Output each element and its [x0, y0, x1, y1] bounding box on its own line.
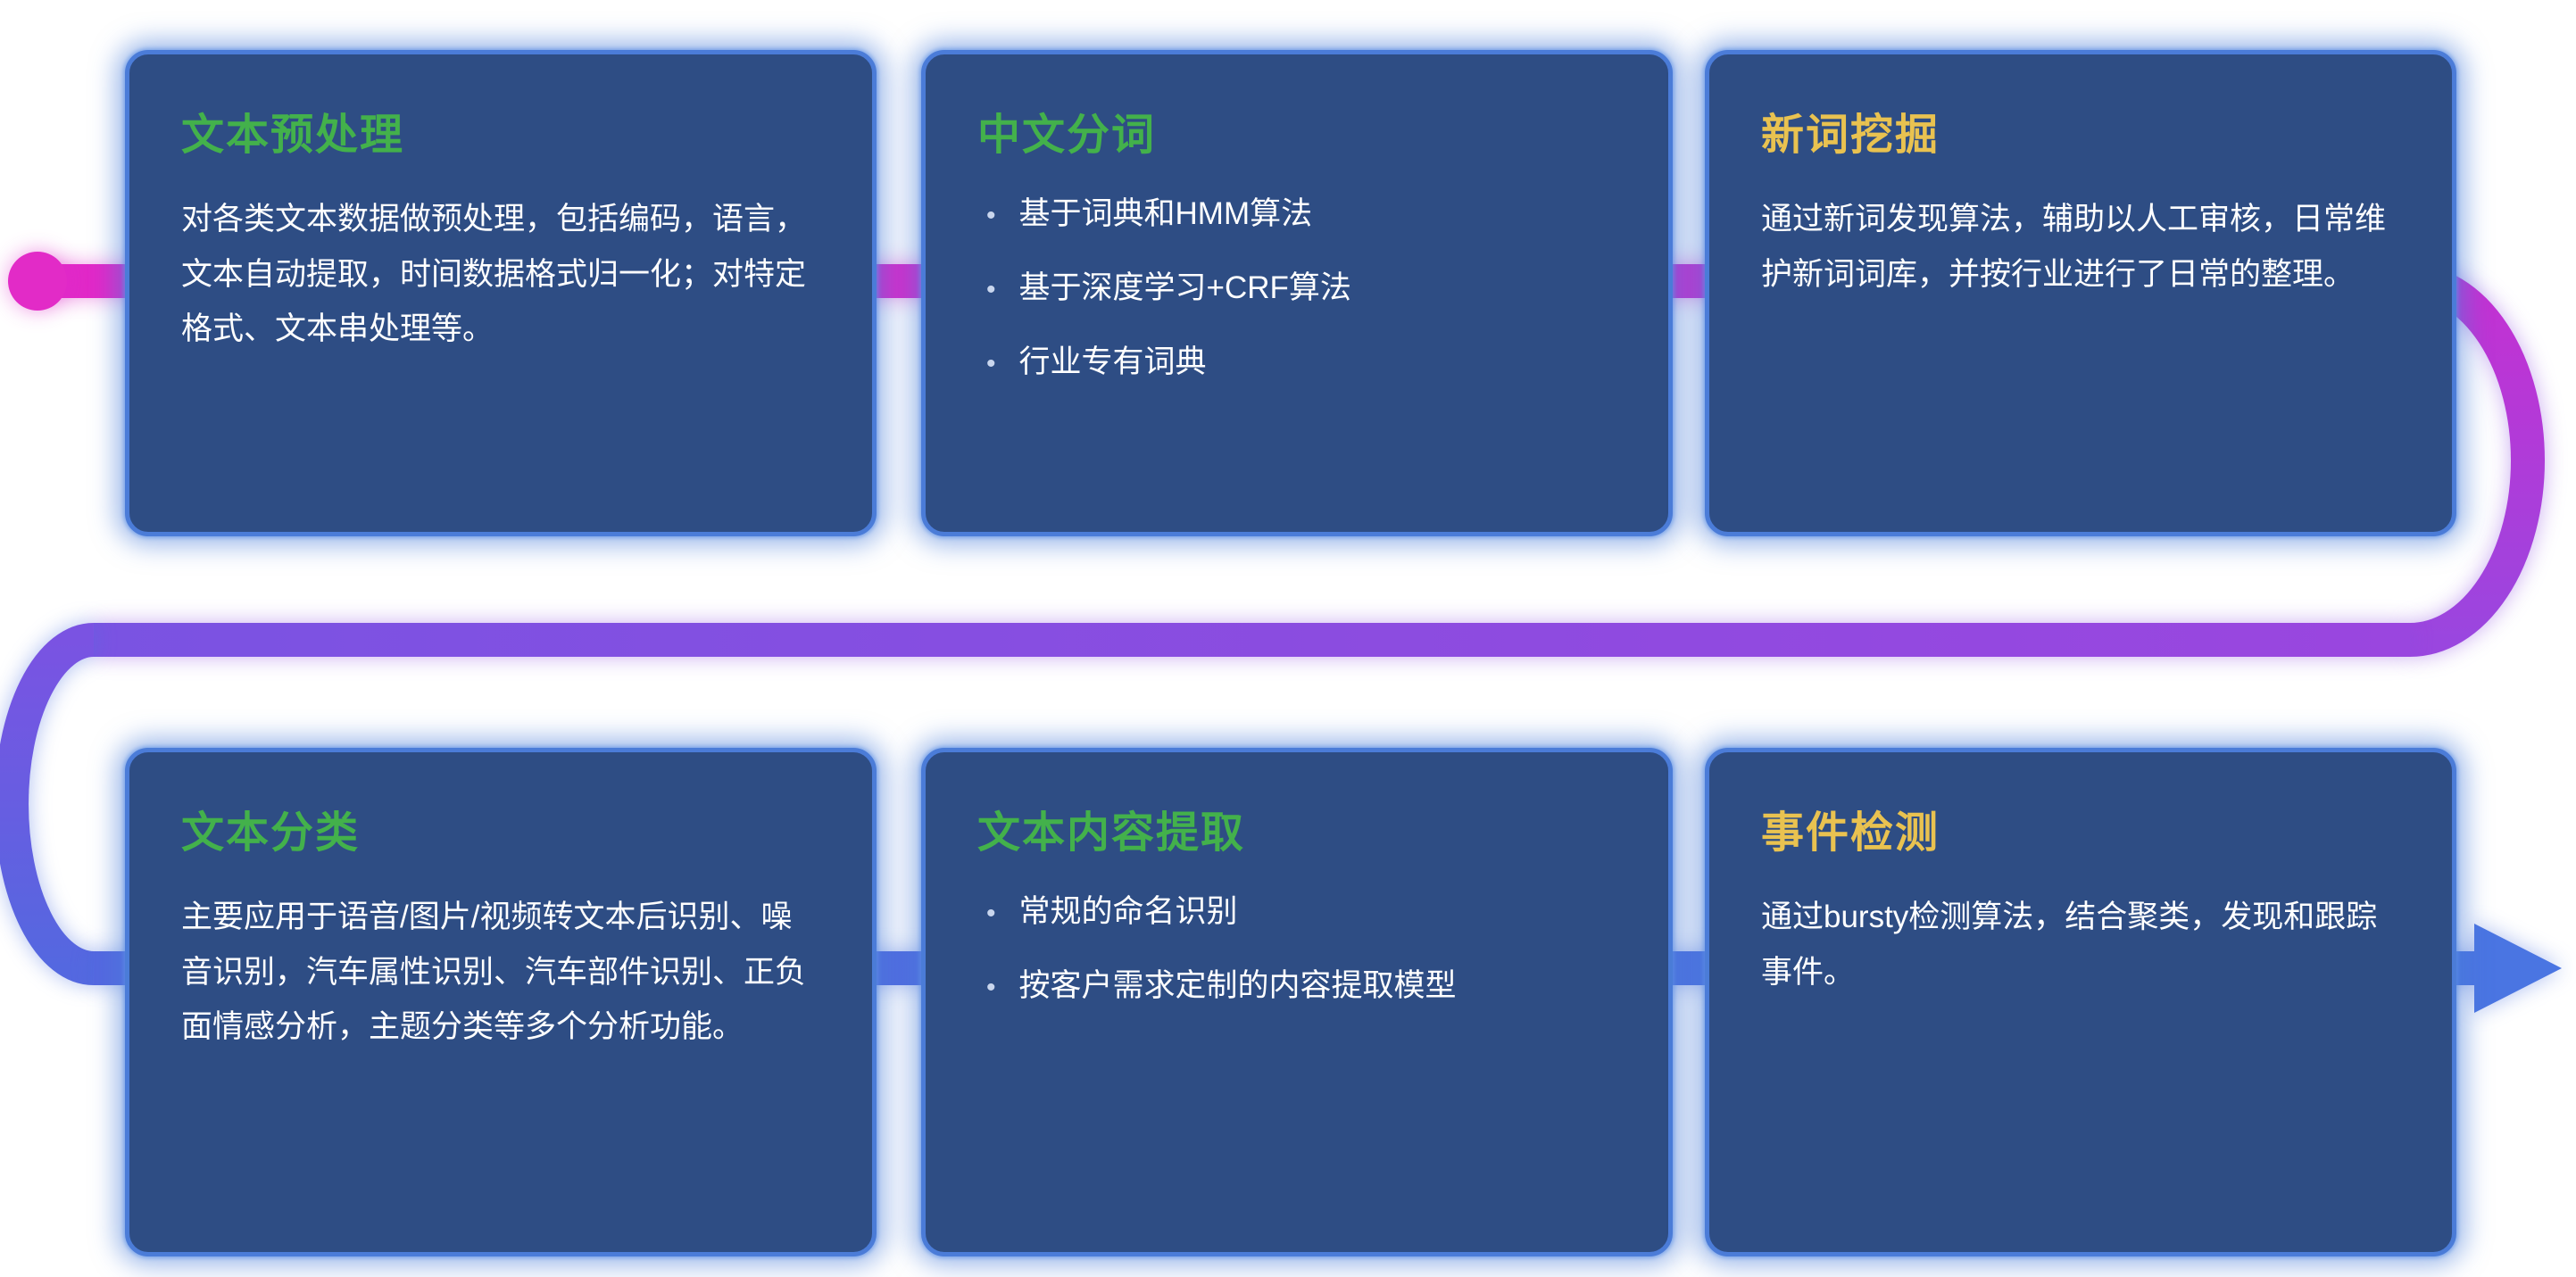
- bullet-icon: •: [986, 201, 996, 230]
- list-item: • 基于深度学习+CRF算法: [977, 266, 1616, 310]
- card-body-text: 对各类文本数据做预处理，包括编码，语言，文本自动提取，时间数据格式归一化；对特定…: [181, 202, 807, 347]
- bullet-list: • 基于词典和HMM算法 • 基于深度学习+CRF算法 • 行业专有词典: [977, 192, 1616, 384]
- bullet-icon: •: [986, 899, 996, 928]
- pipeline-right-curve: [2409, 264, 2545, 657]
- pipeline-left-curve: [0, 623, 95, 985]
- list-item-text: 基于深度学习+CRF算法: [1018, 270, 1351, 305]
- bullet-list: • 常规的命名识别 • 按客户需求定制的内容提取模型: [977, 890, 1616, 1008]
- list-item: • 常规的命名识别: [977, 890, 1616, 933]
- list-item-text: 基于词典和HMM算法: [1018, 196, 1313, 231]
- card-title: 文本分类: [181, 809, 361, 857]
- card-body-text: 通过新词发现算法，辅助以人工审核，日常维护新词词库，并按行业进行了日常的整理。: [1761, 202, 2387, 292]
- list-item-text: 常规的命名识别: [1018, 894, 1238, 929]
- card-chinese-word-segmentation: 中文分词 • 基于词典和HMM算法 • 基于深度学习+CRF算法 • 行业专有词…: [921, 50, 1673, 536]
- card-title: 中文分词: [977, 112, 1157, 159]
- card-title: 文本预处理: [181, 112, 405, 159]
- card-body-text: 主要应用于语音/图片/视频转文本后识别、噪音识别，汽车属性识别、汽车部件识别、正…: [181, 900, 807, 1045]
- card-text-classification: 文本分类 主要应用于语音/图片/视频转文本后识别、噪音识别，汽车属性识别、汽车部…: [125, 748, 877, 1256]
- list-item: • 按客户需求定制的内容提取模型: [977, 964, 1616, 1008]
- card-event-detection: 事件检测 通过bursty检测算法，结合聚类，发现和跟踪事件。: [1705, 748, 2456, 1256]
- card-title: 新词挖掘: [1761, 112, 1940, 159]
- card-new-word-mining: 新词挖掘 通过新词发现算法，辅助以人工审核，日常维护新词词库，并按行业进行了日常…: [1705, 50, 2456, 536]
- start-dot-icon: [8, 252, 67, 311]
- bullet-icon: •: [986, 275, 996, 304]
- card-title: 文本内容提取: [977, 809, 1246, 857]
- list-item-text: 按客户需求定制的内容提取模型: [1018, 968, 1457, 1003]
- bullet-icon: •: [986, 349, 996, 378]
- list-item: • 基于词典和HMM算法: [977, 192, 1616, 236]
- list-item: • 行业专有词典: [977, 340, 1616, 384]
- arrow-right-icon: [2474, 924, 2562, 1013]
- card-text-content-extraction: 文本内容提取 • 常规的命名识别 • 按客户需求定制的内容提取模型: [921, 748, 1673, 1256]
- card-title: 事件检测: [1761, 809, 1940, 857]
- list-item-text: 行业专有词典: [1018, 344, 1207, 379]
- card-text-preprocessing: 文本预处理 对各类文本数据做预处理，包括编码，语言，文本自动提取，时间数据格式归…: [125, 50, 877, 536]
- bullet-icon: •: [986, 973, 996, 1002]
- card-body-text: 通过bursty检测算法，结合聚类，发现和跟踪事件。: [1761, 900, 2378, 990]
